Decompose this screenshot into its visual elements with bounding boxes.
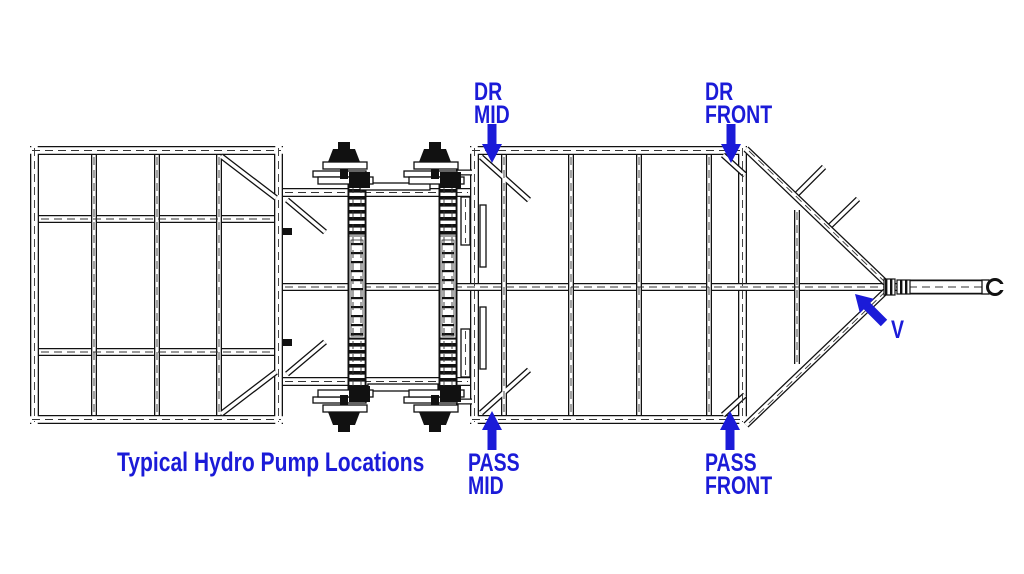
pump-mount-dr-mid bbox=[312, 141, 374, 189]
diagram-caption: Typical Hydro Pump Locations bbox=[117, 447, 425, 477]
pump-mount-pass-mid bbox=[312, 385, 374, 433]
label-pass-mid-line1: PASS bbox=[468, 449, 520, 477]
label-pass-mid-line2: MID bbox=[468, 472, 504, 500]
hitch-coupler bbox=[883, 278, 1004, 296]
frame-linework bbox=[30, 141, 1004, 433]
v-arrow-icon bbox=[855, 294, 888, 327]
label-dr-front-line1: DR bbox=[705, 78, 734, 106]
annotation-arrows bbox=[482, 124, 888, 450]
label-dr-mid-line1: DR bbox=[474, 78, 503, 106]
label-pass-mid: PASS MID bbox=[468, 449, 520, 500]
label-v: V bbox=[891, 316, 905, 344]
axle-spring-columns bbox=[347, 183, 458, 391]
pump-mount-dr-front bbox=[403, 141, 465, 189]
hidden-centerlines bbox=[32, 148, 988, 424]
pump-mount-pass-front bbox=[403, 385, 465, 433]
label-dr-mid: DR MID bbox=[474, 78, 510, 129]
label-pass-front-line2: FRONT bbox=[705, 472, 773, 500]
label-dr-front-line2: FRONT bbox=[705, 101, 773, 129]
connection-plates bbox=[283, 182, 487, 392]
label-dr-front: DR FRONT bbox=[705, 78, 773, 129]
label-pass-front-line1: PASS bbox=[705, 449, 757, 477]
label-pass-front: PASS FRONT bbox=[705, 449, 773, 500]
label-dr-mid-line2: MID bbox=[474, 101, 510, 129]
